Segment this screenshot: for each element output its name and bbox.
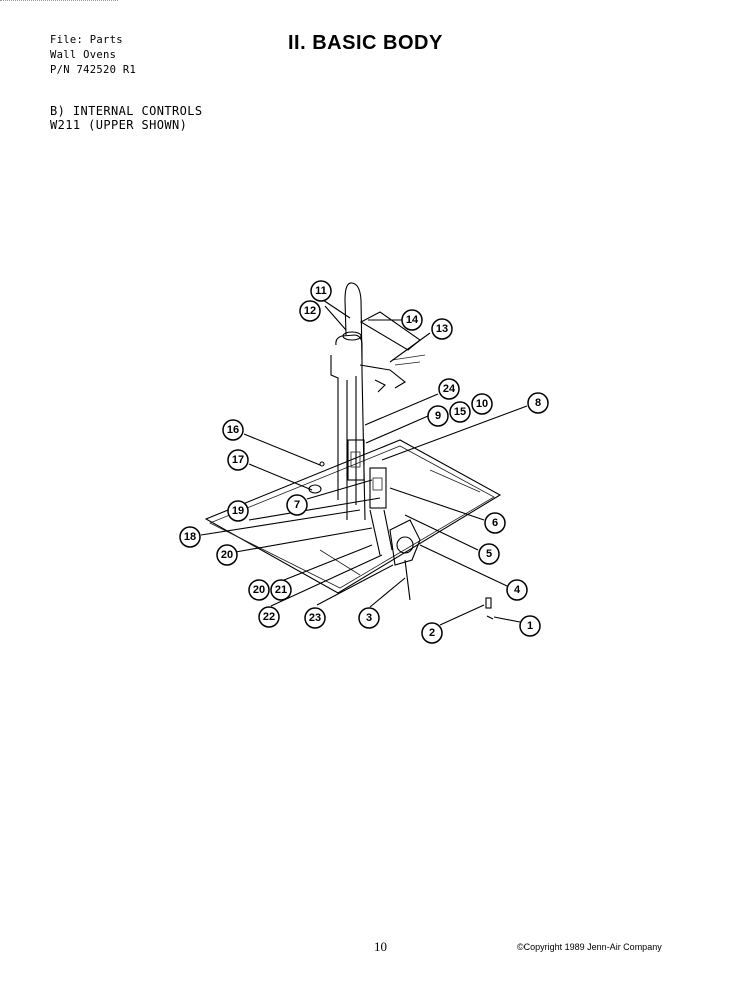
section-line-2: W211 (UPPER SHOWN) xyxy=(50,118,188,132)
svg-text:14: 14 xyxy=(406,314,419,326)
top-edge-rule xyxy=(0,0,118,2)
svg-text:13: 13 xyxy=(436,323,448,335)
callout-11: 11 xyxy=(310,280,332,302)
svg-text:4: 4 xyxy=(514,584,521,596)
svg-text:1: 1 xyxy=(527,620,533,632)
callout-19: 19 xyxy=(227,500,249,522)
callout-7: 7 xyxy=(286,494,308,516)
svg-text:17: 17 xyxy=(232,454,244,466)
svg-text:24: 24 xyxy=(443,383,456,395)
callout-21: 21 xyxy=(270,579,292,601)
svg-text:10: 10 xyxy=(476,398,488,410)
callout-6: 6 xyxy=(484,512,506,534)
leader-lines xyxy=(200,297,528,626)
svg-text:20: 20 xyxy=(221,549,233,561)
callout-10: 10 xyxy=(471,393,493,415)
callout-5: 5 xyxy=(478,543,500,565)
duct-assembly xyxy=(308,282,494,620)
svg-text:19: 19 xyxy=(232,505,244,517)
page-title: II. BASIC BODY xyxy=(288,32,443,54)
svg-text:2: 2 xyxy=(429,627,435,639)
svg-text:9: 9 xyxy=(435,410,441,422)
callout-9: 9 xyxy=(427,405,449,427)
callout-23: 23 xyxy=(304,607,326,629)
callout-20-upper: 20 xyxy=(216,544,238,566)
callout-18: 18 xyxy=(179,526,201,548)
page-number: 10 xyxy=(374,939,387,954)
callout-24: 24 xyxy=(438,378,460,400)
svg-text:7: 7 xyxy=(294,499,300,511)
svg-text:23: 23 xyxy=(309,612,321,624)
svg-text:12: 12 xyxy=(304,305,316,317)
svg-text:18: 18 xyxy=(184,531,196,543)
callout-13: 13 xyxy=(431,318,453,340)
callout-2: 2 xyxy=(421,622,443,644)
callout-22: 22 xyxy=(258,606,280,628)
svg-text:22: 22 xyxy=(263,611,275,623)
part-number-line: P/N 742520 R1 xyxy=(50,64,137,76)
svg-text:11: 11 xyxy=(315,285,327,297)
callout-1: 1 xyxy=(519,615,541,637)
file-info-block: File: Parts Wall Ovens P/N 742520 R1 xyxy=(50,33,136,78)
svg-text:3: 3 xyxy=(366,612,372,624)
svg-text:8: 8 xyxy=(535,397,541,409)
section-heading: B) INTERNAL CONTROLS W211 (UPPER SHOWN) xyxy=(50,104,203,132)
svg-text:15: 15 xyxy=(454,406,466,418)
svg-text:6: 6 xyxy=(492,517,498,529)
callout-20-lower: 20 xyxy=(248,579,270,601)
callout-3: 3 xyxy=(358,607,380,629)
callout-15: 15 xyxy=(449,401,471,423)
svg-text:21: 21 xyxy=(275,584,287,596)
product-line: Wall Ovens xyxy=(50,49,117,61)
svg-text:16: 16 xyxy=(227,424,239,436)
base-plate xyxy=(204,439,502,594)
section-line-1: B) INTERNAL CONTROLS xyxy=(50,104,203,118)
svg-text:5: 5 xyxy=(486,548,492,560)
callout-4: 4 xyxy=(506,579,528,601)
svg-text:20: 20 xyxy=(253,584,265,596)
callout-17: 17 xyxy=(227,449,249,471)
callout-14: 14 xyxy=(401,309,423,331)
copyright-notice: ©Copyright 1989 Jenn-Air Company xyxy=(517,942,662,952)
callout-12: 12 xyxy=(299,300,321,322)
callout-8: 8 xyxy=(527,392,549,414)
file-line: File: Parts xyxy=(50,34,123,46)
callout-16: 16 xyxy=(222,419,244,441)
